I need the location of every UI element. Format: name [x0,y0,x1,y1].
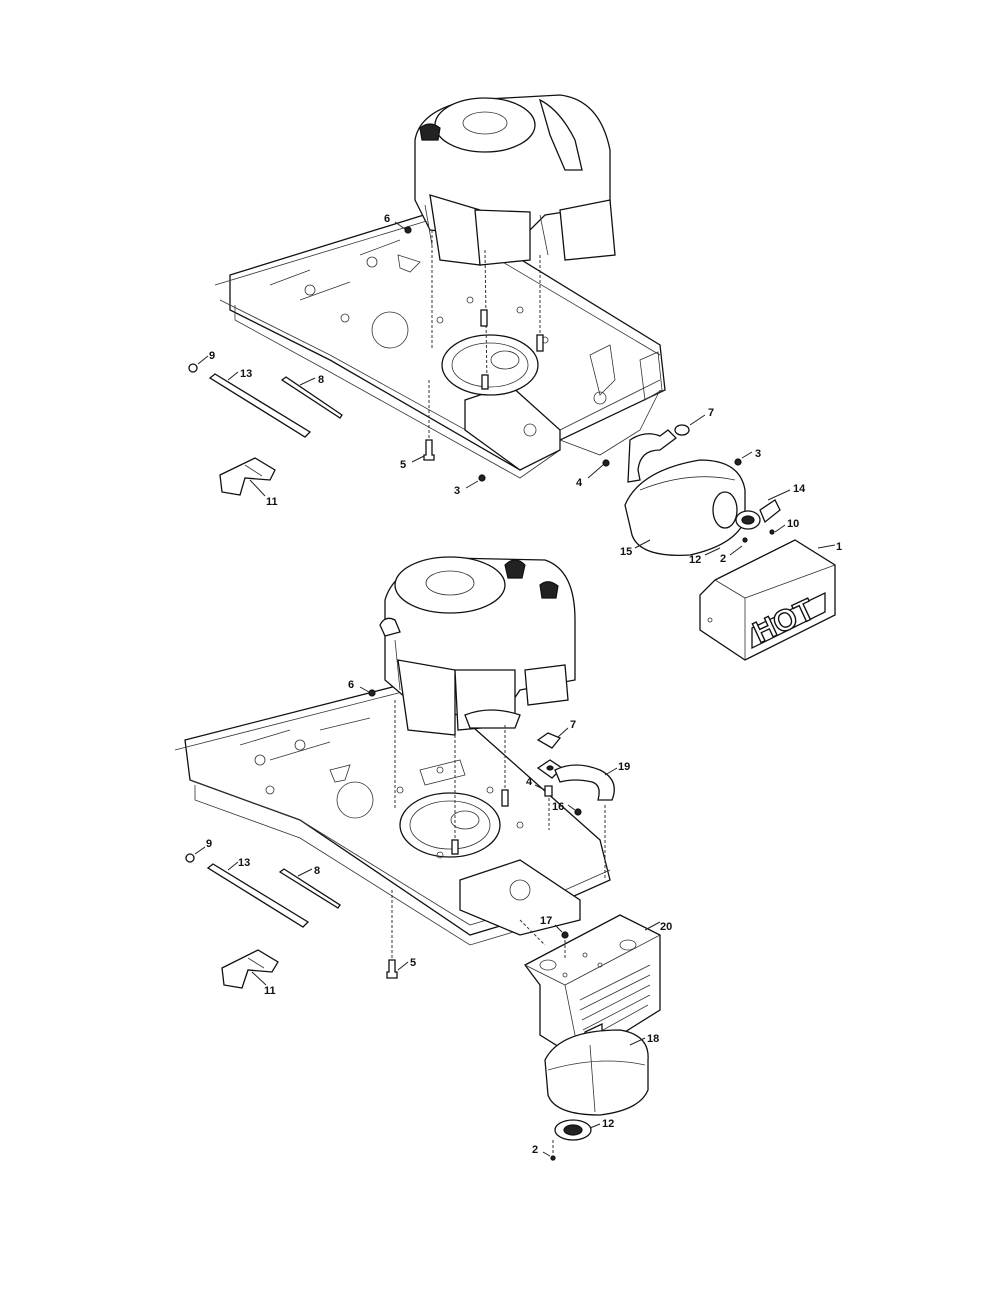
bottom-frame-chassis [174,679,611,946]
bottom-part-13-rod [206,863,310,928]
bottom-callout-7: 7 [570,719,576,731]
bottom-part-11-bracket [221,949,279,989]
top-assembly: HOT 6 9 13 8 5 3 11 7 4 3 14 10 15 12 2 … [188,94,842,661]
bottom-part-8-rod [278,868,341,909]
bottom-callout-9: 9 [206,838,212,850]
bottom-callout-4: 4 [526,776,533,788]
top-part-6-bolt [404,226,412,234]
bottom-part-9-nut [185,853,195,863]
top-frame-chassis [214,209,666,479]
bottom-mount-studs [451,789,509,855]
bottom-heat-shield-vents [579,964,651,1041]
bottom-callout-19: 19 [618,761,630,773]
top-mount-studs [480,309,544,390]
top-engine [414,94,616,266]
bottom-callout-12: 12 [602,1118,614,1130]
bottom-part-17-screw [561,931,569,939]
top-callout-6: 6 [384,213,390,225]
top-callout-12: 12 [689,554,701,566]
bottom-exhaust-pipe [536,732,615,801]
top-part-8-rod [280,376,343,419]
bottom-callout-11: 11 [264,985,276,997]
bottom-callout-13: 13 [238,857,250,869]
top-callout-3-right: 3 [755,448,761,460]
bottom-callout-18: 18 [647,1033,659,1045]
bottom-part-12-clamp [554,1119,592,1141]
top-callout-8: 8 [318,374,324,386]
top-callout-3-left: 3 [454,485,460,497]
bottom-part-6-bolt [368,689,376,697]
top-callout-11: 11 [266,496,278,508]
bottom-engine-alignment-lines [394,700,506,840]
bottom-callout-5: 5 [410,957,416,969]
bottom-assembly: 6 7 19 4 16 9 13 8 17 20 5 11 18 12 2 [174,556,672,1161]
bottom-callout-17: 17 [540,915,552,927]
top-part-3-screw-left [478,474,486,482]
top-part-13-rod [208,373,312,438]
top-exhaust-muffler [602,424,781,556]
top-callout-1: 1 [836,541,842,553]
top-callout-13: 13 [240,368,252,380]
bottom-callout-16: 16 [552,801,564,813]
bottom-callout-6: 6 [348,679,354,691]
top-part-11-bracket [219,457,276,496]
bottom-part-2-screw [550,1155,556,1161]
top-callout-10: 10 [787,518,799,530]
bottom-callout-20: 20 [660,921,672,933]
top-callout-5: 5 [400,459,406,471]
top-callout-2: 2 [720,553,726,565]
bottom-part-16-nut [574,808,582,816]
bottom-part-5-bolt [386,959,398,979]
top-callout-14: 14 [793,483,806,495]
bottom-callout-2: 2 [532,1144,538,1156]
top-callout-7: 7 [708,407,714,419]
top-callout-4: 4 [576,477,583,489]
top-part-5-bolt [423,439,435,461]
top-callout-15: 15 [620,546,632,558]
top-callout-9: 9 [209,350,215,362]
bottom-callout-8: 8 [314,865,320,877]
top-part-9-nut [188,363,198,373]
bottom-engine [379,556,576,736]
bottom-part-18-muffler [544,1029,649,1116]
